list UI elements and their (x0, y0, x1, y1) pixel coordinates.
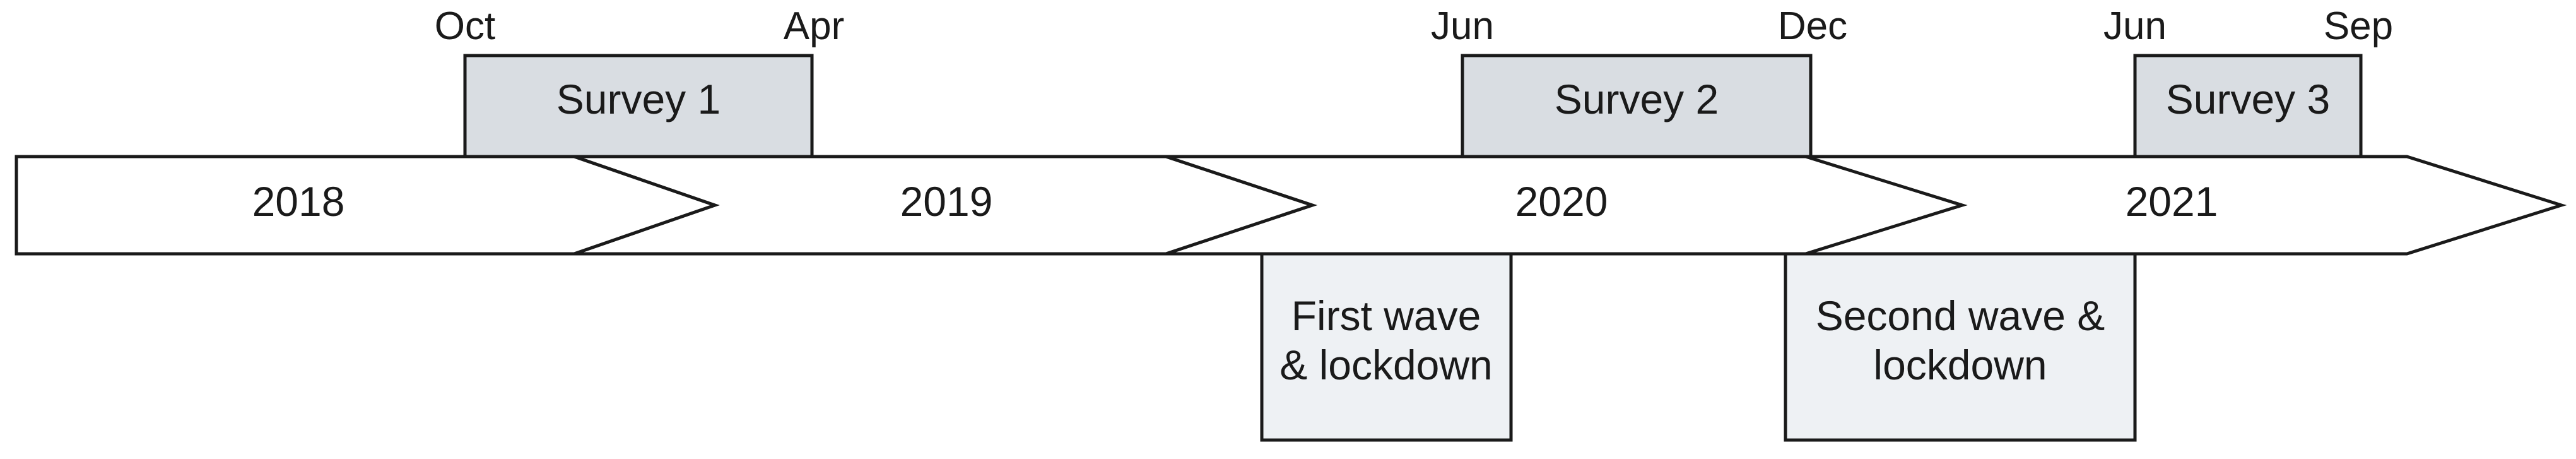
survey-1-end-month: Apr (784, 4, 844, 48)
survey-3-label: Survey 3 (2166, 76, 2330, 122)
event-second-wave-line-2: lockdown (1873, 342, 2047, 388)
survey-1-label: Survey 1 (556, 76, 720, 122)
survey-2: Survey 2 Jun Dec (1431, 4, 1847, 158)
survey-3: Survey 3 Jun Sep (2103, 4, 2393, 158)
event-second-wave: Second wave & lockdown (1784, 252, 2137, 442)
survey-3-box (2133, 54, 2363, 158)
survey-1-start-month: Oct (435, 4, 495, 48)
survey-1: Survey 1 Oct Apr (435, 4, 844, 158)
survey-3-start-month: Jun (2103, 4, 2167, 48)
event-second-wave-line-1: Second wave & (1816, 292, 2105, 339)
survey-2-start-month: Jun (1431, 4, 1494, 48)
year-arrows: 2018 2019 2020 2021 (15, 155, 2567, 256)
year-label-2021: 2021 (2126, 178, 2218, 225)
year-arrow-2018 (15, 155, 720, 256)
event-first-wave-box (1260, 252, 1513, 442)
survey-2-box (1461, 54, 1813, 158)
survey-1-box (463, 54, 814, 158)
event-second-wave-box (1784, 252, 2137, 442)
year-label-2018: 2018 (252, 178, 345, 225)
event-first-wave-line-1: First wave (1291, 292, 1481, 339)
survey-2-label: Survey 2 (1555, 76, 1719, 122)
year-label-2019: 2019 (900, 178, 993, 225)
survey-2-end-month: Dec (1778, 4, 1847, 48)
year-label-2020: 2020 (1515, 178, 1608, 225)
event-first-wave: First wave & lockdown (1260, 252, 1513, 442)
survey-3-end-month: Sep (2324, 4, 2393, 48)
event-first-wave-line-2: & lockdown (1279, 342, 1493, 388)
